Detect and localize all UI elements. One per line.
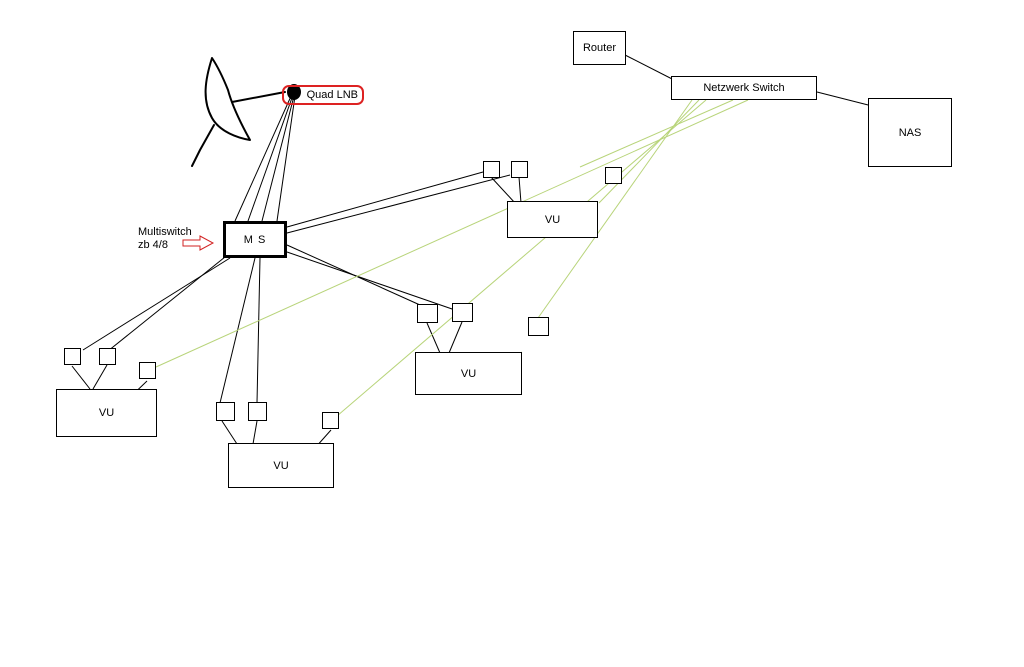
coax-port: [483, 161, 500, 178]
lnb-label: Quad LNB: [282, 85, 364, 105]
receiver-box: VU: [415, 352, 522, 395]
lnb-label-text: Quad LNB: [306, 89, 358, 101]
coax-port: [452, 303, 473, 322]
lan-port: [322, 412, 339, 429]
satellite-dish-icon: [191, 57, 286, 167]
multiswitch-label: Multiswitch: [138, 226, 192, 238]
receiver-label: VU: [460, 367, 477, 380]
multiswitch-box-label: M S: [243, 233, 267, 246]
arrow-right-icon: [182, 235, 215, 251]
router-label: Router: [582, 42, 617, 54]
nas-label: NAS: [898, 126, 922, 139]
receiver-label: VU: [273, 459, 289, 472]
coax-port: [64, 348, 81, 365]
receiver-box: VU: [228, 443, 334, 488]
coax-port: [99, 348, 116, 365]
lan-port: [605, 167, 622, 184]
multiswitch-model-label: zb 4/8: [138, 239, 168, 251]
nas-box: NAS: [868, 98, 952, 167]
receiver-label: VU: [544, 213, 561, 226]
multiswitch-box: M S: [223, 221, 287, 258]
receiver-label: VU: [98, 407, 115, 419]
network-switch-box: Netzwerk Switch: [671, 76, 817, 100]
lan-port: [139, 362, 156, 379]
coax-port: [216, 402, 235, 421]
lan-port: [528, 317, 549, 336]
lan-lines: [155, 99, 749, 423]
coax-port: [511, 161, 528, 178]
coax-port: [248, 402, 267, 421]
receiver-box: VU: [56, 389, 157, 437]
router-box: Router: [573, 31, 626, 65]
lnb-icon: [287, 84, 301, 100]
coax-receiver-lines: [71, 54, 881, 449]
network-switch-label: Netzwerk Switch: [703, 82, 785, 94]
coax-lnb-lines: [234, 93, 296, 222]
coax-port: [417, 304, 438, 323]
receiver-box: VU: [507, 201, 598, 238]
